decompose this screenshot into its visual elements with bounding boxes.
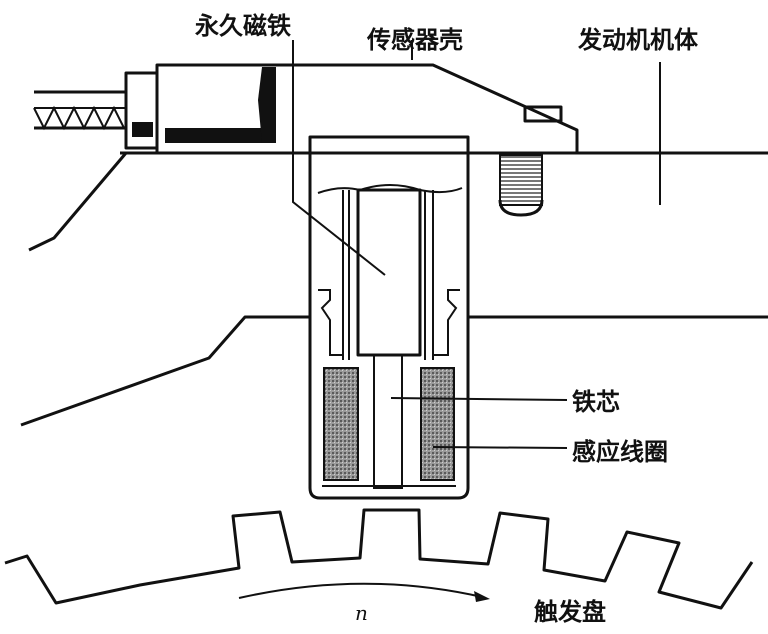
mounting-bolt (498, 199, 544, 217)
label-trigger-wheel: 触发盘 (534, 598, 606, 626)
sensor-housing (155, 63, 579, 217)
permanent-magnet (356, 188, 422, 357)
label-induction-coil: 感应线圈 (572, 438, 668, 466)
trigger-wheel (4, 508, 754, 610)
engine-block (20, 151, 768, 427)
induction-coil-left (323, 367, 359, 481)
rotation-arrow (238, 582, 483, 599)
arrow-head-icon (474, 591, 490, 602)
sensor-cable (33, 71, 159, 150)
label-permanent-magnet: 永久磁铁 (195, 12, 291, 40)
label-sensor-housing: 传感器壳 (366, 26, 463, 54)
iron-core (373, 354, 403, 489)
leader-lines (292, 40, 661, 449)
induction-coil-right (420, 367, 455, 481)
sensor-body (308, 135, 470, 500)
label-iron-core: 铁芯 (572, 388, 620, 416)
label-rotation-speed: n (355, 601, 368, 625)
label-engine-block: 发动机机体 (577, 26, 699, 54)
